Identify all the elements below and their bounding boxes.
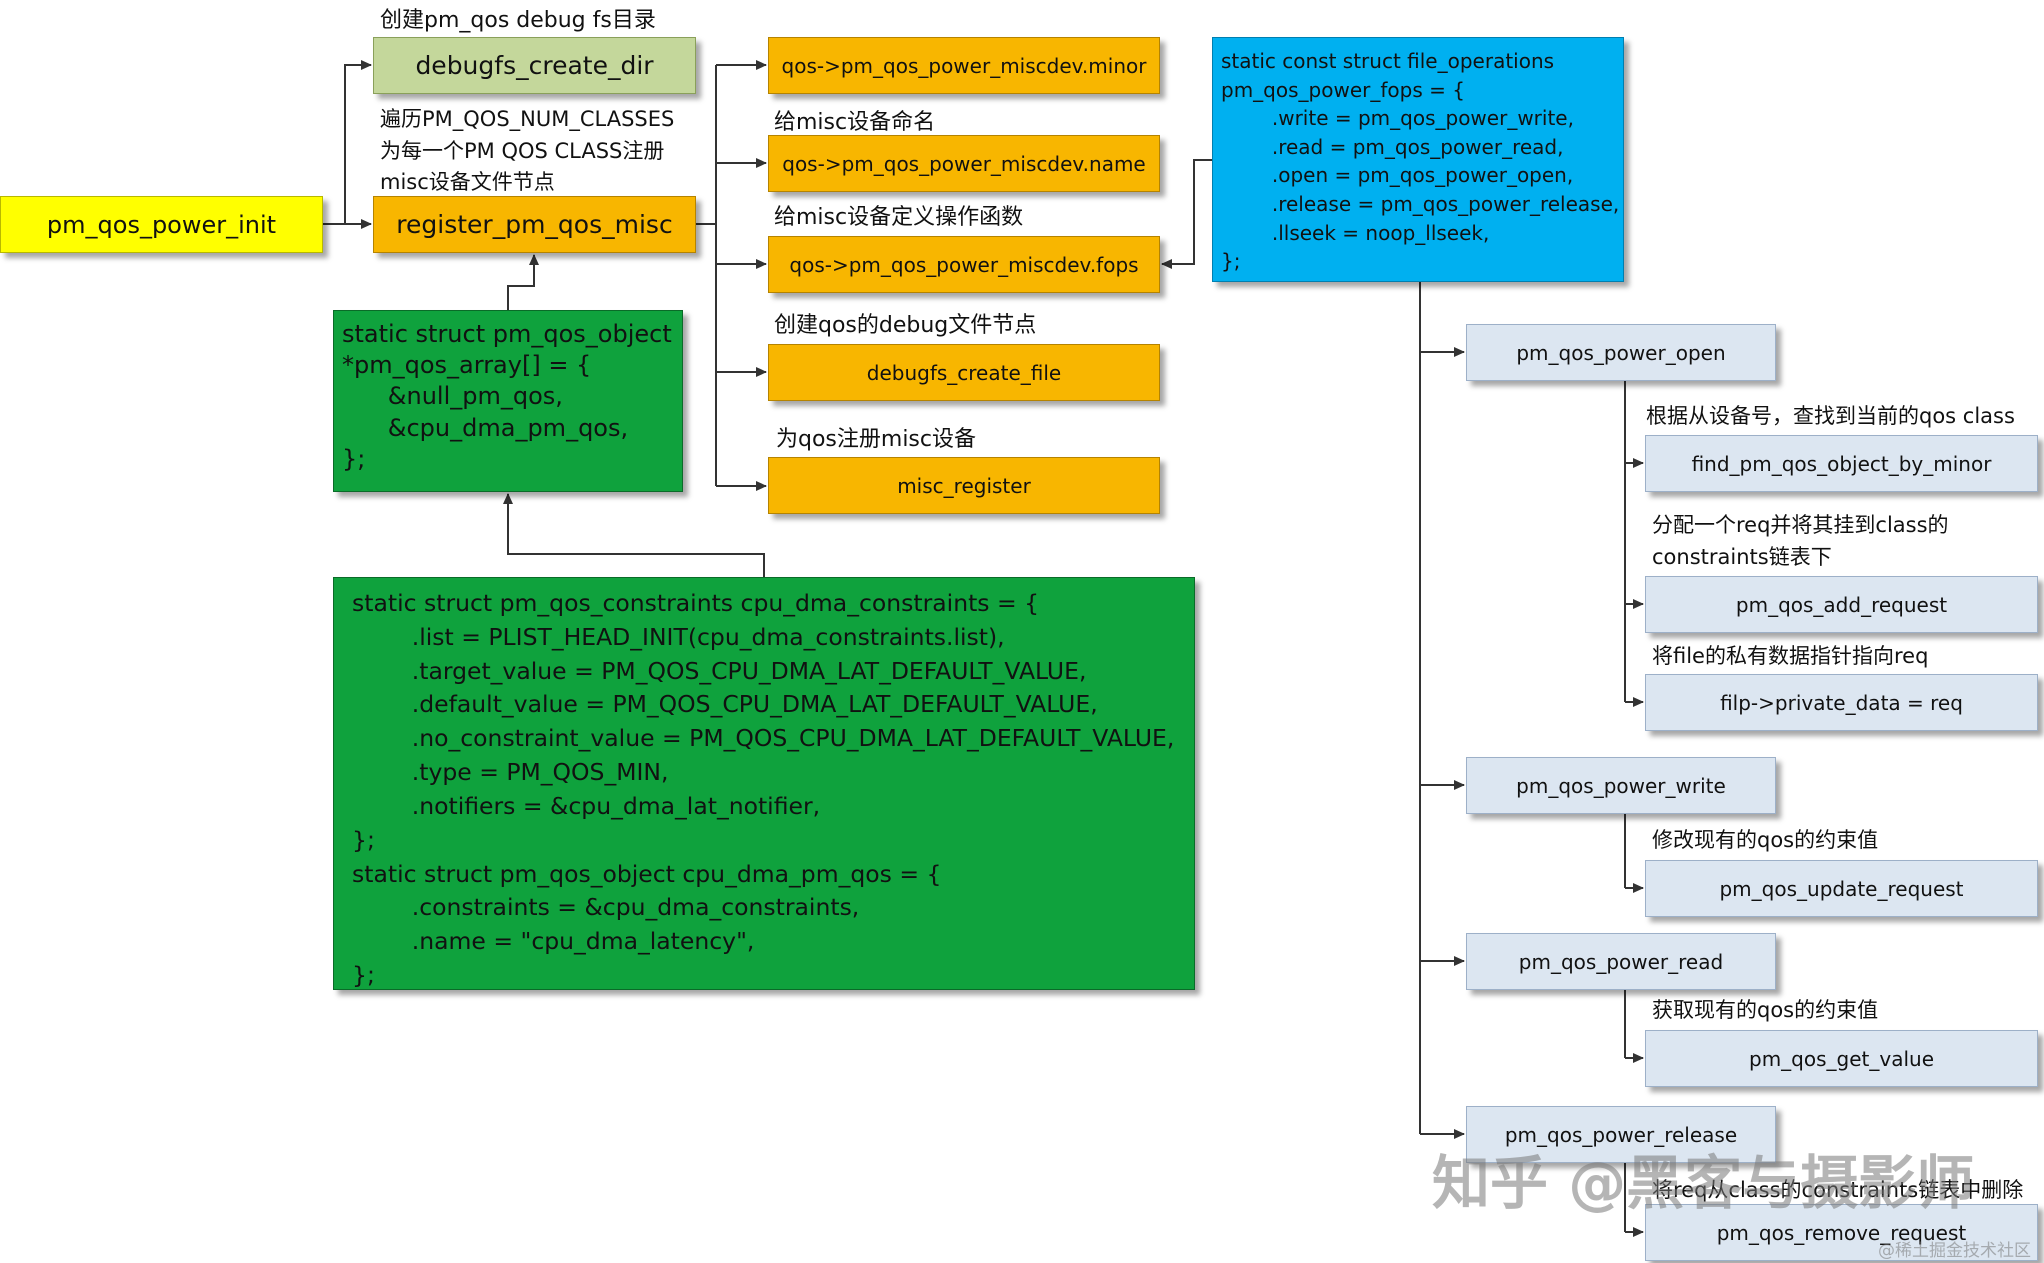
label-find-class: 根据从设备号，查找到当前的qos class: [1646, 404, 2015, 428]
debugfs-create-file-node[interactable]: debugfs_create_file: [768, 344, 1160, 401]
label-name-misc: 给misc设备命名: [774, 110, 936, 135]
pm-qos-power-release-node[interactable]: pm_qos_power_release: [1466, 1106, 1776, 1163]
juejin-watermark: @稀土掘金技术社区: [1878, 1241, 2031, 1261]
pm-qos-power-read-node[interactable]: pm_qos_power_read: [1466, 933, 1776, 990]
label-register-misc: 为qos注册misc设备: [776, 427, 976, 452]
pm-qos-get-value-node[interactable]: pm_qos_get_value: [1645, 1030, 2038, 1087]
connector-arrow-2: [344, 60, 372, 224]
miscdev-minor-node[interactable]: qos->pm_qos_power_miscdev.minor: [768, 37, 1160, 94]
zhihu-watermark: 知乎 @黑客与摄影师: [1432, 1149, 1975, 1217]
pm-qos-power-write-node[interactable]: pm_qos_power_write: [1466, 757, 1776, 814]
label-point-private: 将file的私有数据指针指向req: [1652, 644, 1929, 668]
register-pm-qos-misc-node[interactable]: register_pm_qos_misc: [373, 196, 696, 253]
label-create-dir: 创建pm_qos debug fs目录: [380, 8, 656, 33]
connector-arrow-10: [507, 254, 539, 310]
file-operations-code: static const struct file_operations pm_q…: [1212, 37, 1624, 282]
label-modify: 修改现有的qos的约束值: [1652, 828, 1879, 852]
miscdev-name-node[interactable]: qos->pm_qos_power_miscdev.name: [768, 135, 1160, 192]
miscdev-fops-node[interactable]: qos->pm_qos_power_miscdev.fops: [768, 236, 1160, 293]
connector-arrow-12: [1161, 159, 1212, 269]
pm-qos-power-open-node[interactable]: pm_qos_power_open: [1466, 324, 1776, 381]
label-alloc-req: 分配一个req并将其挂到class的 constraints链表下: [1652, 513, 1949, 569]
debugfs-create-dir-node[interactable]: debugfs_create_dir: [373, 37, 696, 94]
cpu-dma-constraints-code: static struct pm_qos_constraints cpu_dma…: [333, 577, 1195, 990]
label-create-file: 创建qos的debug文件节点: [774, 313, 1037, 338]
label-delete: 将req从class的constraints链表中删除: [1652, 1178, 2024, 1202]
pm-qos-add-request-node[interactable]: pm_qos_add_request: [1645, 576, 2038, 633]
filp-private-data-node[interactable]: filp->private_data = req: [1645, 674, 2038, 731]
connector-arrow-11: [503, 493, 765, 577]
pm-qos-array-code: static struct pm_qos_object *pm_qos_arra…: [333, 310, 683, 492]
root-node[interactable]: pm_qos_power_init: [0, 196, 323, 253]
label-define-ops: 给misc设备定义操作函数: [774, 205, 1024, 230]
label-iterate-classes: 遍历PM_QOS_NUM_CLASSES 为每一个PM QOS CLASS注册 …: [380, 107, 675, 194]
misc-register-node[interactable]: misc_register: [768, 457, 1160, 514]
pm-qos-remove-request-node[interactable]: pm_qos_remove_request: [1645, 1204, 2038, 1261]
pm-qos-update-request-node[interactable]: pm_qos_update_request: [1645, 860, 2038, 917]
find-pm-qos-object-by-minor-node[interactable]: find_pm_qos_object_by_minor: [1645, 435, 2038, 492]
label-get: 获取现有的qos的约束值: [1652, 998, 1879, 1022]
